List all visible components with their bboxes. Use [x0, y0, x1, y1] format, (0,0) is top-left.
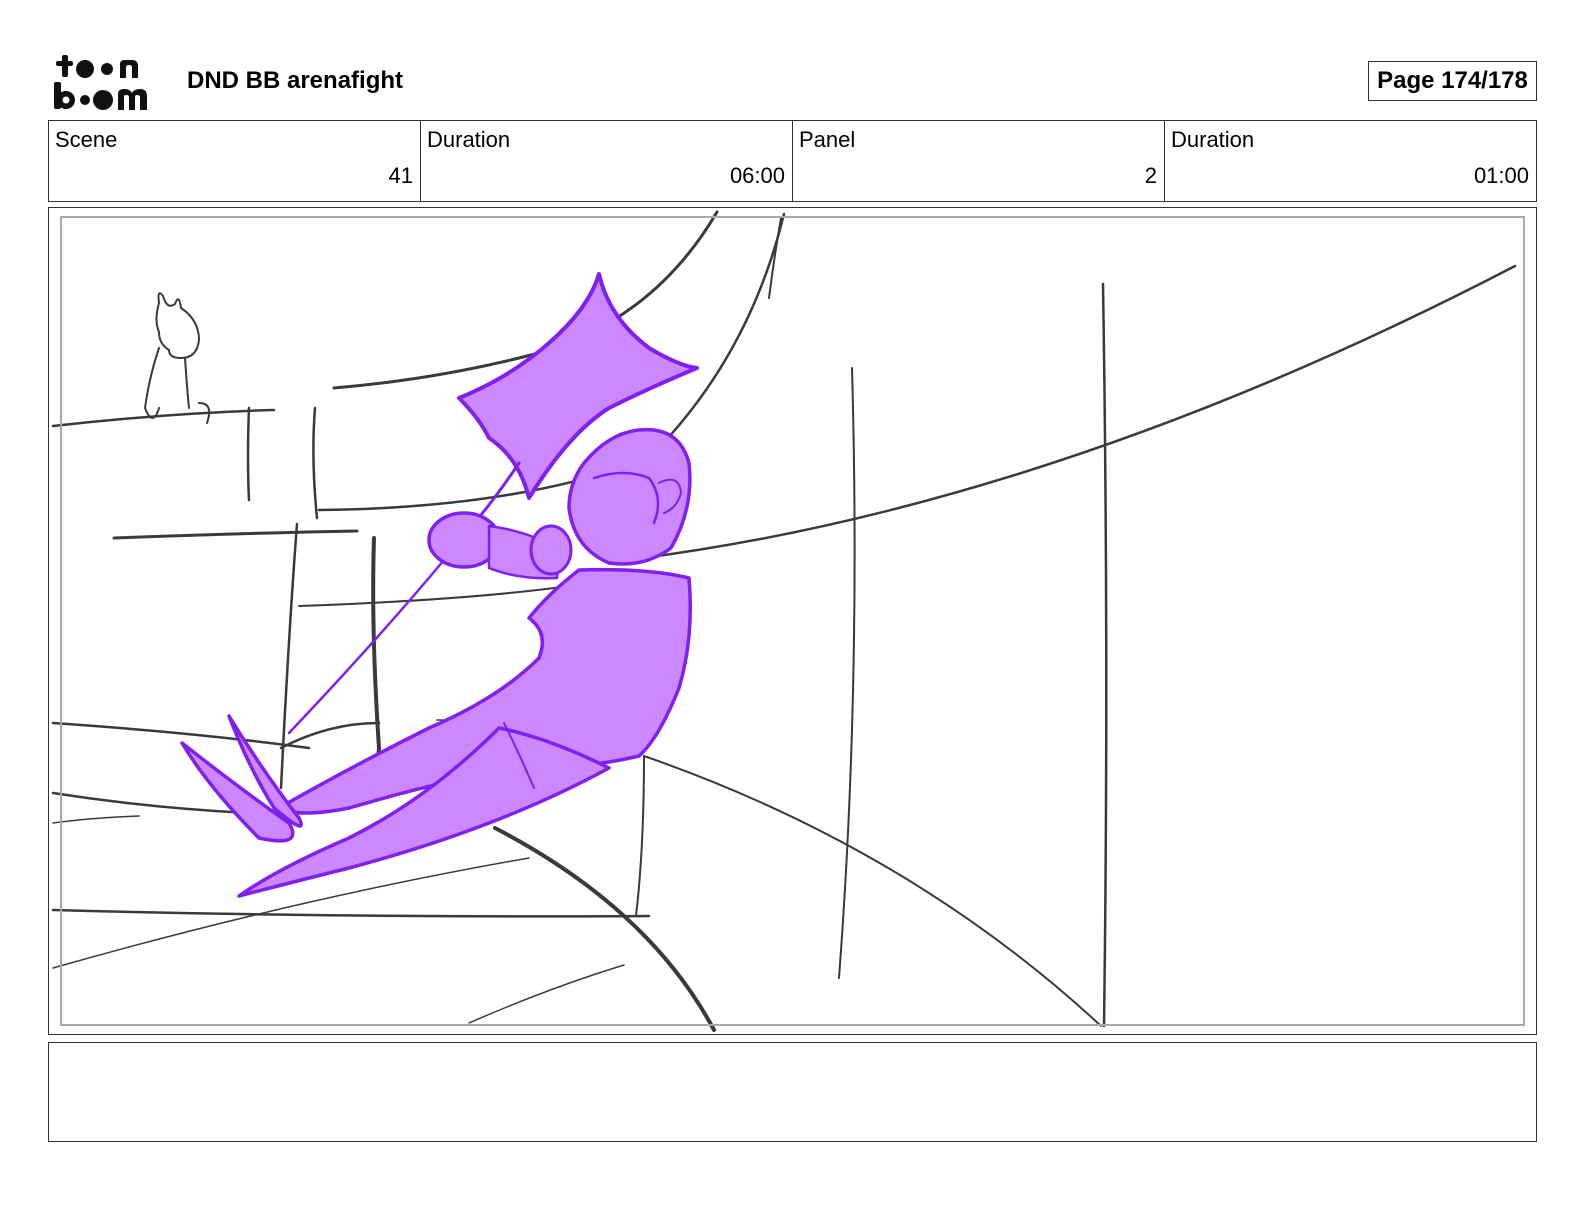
scene-value: 41 [388, 163, 413, 188]
project-title: DND BB arenafight [187, 67, 404, 94]
scene-duration-cell: Duration 06:00 [421, 121, 793, 201]
toon-boom-logo [54, 55, 147, 110]
panel-cell: Panel 2 [793, 121, 1165, 201]
scene-duration-label: Duration [427, 127, 511, 152]
panel-duration-value: 01:00 [1473, 163, 1529, 188]
scene-cell: Scene 41 [49, 121, 421, 201]
storyboard-panel [48, 207, 1537, 1035]
background-sketch-lines [51, 210, 1517, 1032]
panel-sketch [51, 210, 1517, 1032]
panel-value: 2 [1144, 163, 1157, 188]
panel-notes-box [48, 1042, 1537, 1142]
scene-info-table: Scene 41 Duration 06:00 Panel 2 Duration… [48, 120, 1537, 202]
scene-label: Scene [55, 127, 118, 152]
panel-duration-label: Duration [1171, 127, 1255, 152]
scene-duration-value: 06:00 [729, 163, 785, 188]
page-indicator: Page 174/178 [1368, 61, 1537, 101]
panel-duration-cell: Duration 01:00 [1165, 121, 1536, 201]
character-sketch [180, 272, 699, 898]
panel-label: Panel [799, 127, 856, 152]
